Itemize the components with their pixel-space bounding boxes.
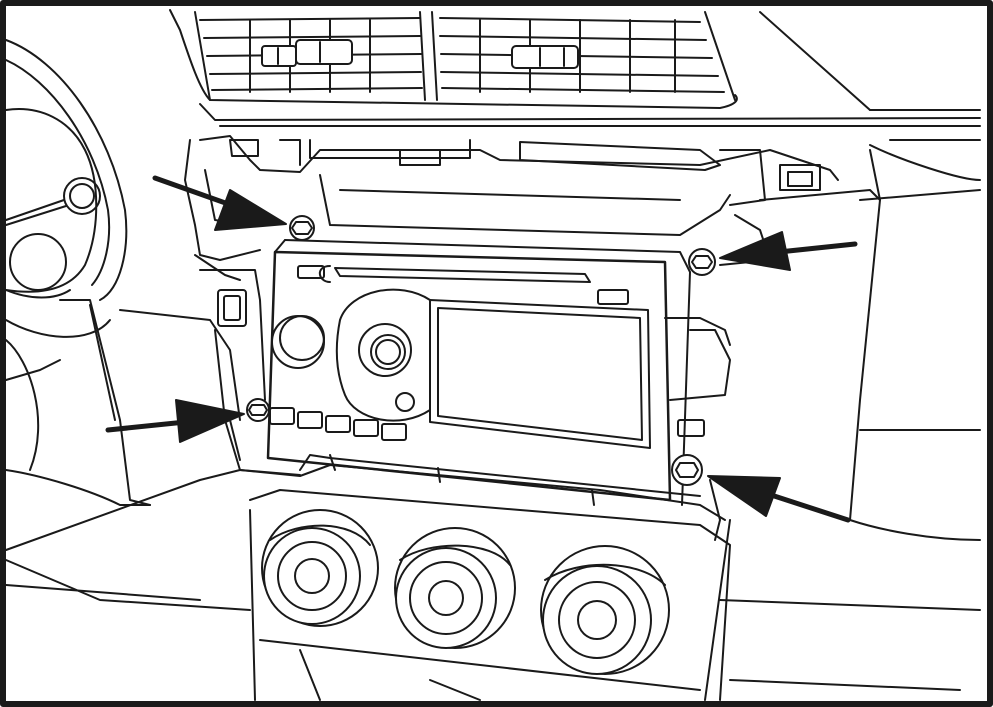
callout-arrows: [105, 175, 858, 523]
upper-right-bolt: [688, 248, 716, 276]
preset-button-2: [297, 411, 323, 429]
cd-slot: [334, 267, 591, 283]
eject-button: [297, 265, 325, 279]
preset-button-1: [269, 407, 295, 425]
right-dash-panel: [299, 189, 981, 701]
small-button: [395, 392, 415, 412]
dash-upper-trim: [199, 11, 981, 127]
mode-knob: [394, 527, 516, 649]
arrow-lower-left-bolt: [105, 399, 245, 443]
upper-left-bolt: [289, 215, 315, 241]
hazard-switch: [677, 419, 705, 437]
lower-trim-strip: [239, 454, 726, 541]
top-right-button: [597, 289, 629, 305]
arrow-lower-right-bolt: [707, 475, 851, 523]
preset-button-5: [381, 423, 407, 441]
center-air-vents: [169, 9, 738, 109]
arrow-upper-left-bolt: [152, 175, 287, 231]
radio-head-unit: [266, 239, 731, 506]
fan-speed-knob: [261, 509, 379, 627]
display-screen: [429, 299, 651, 449]
lower-right-bolt: [671, 454, 703, 486]
lower-left-bolt: [246, 398, 270, 422]
preset-button-3: [325, 415, 351, 433]
left-trim-panel: [5, 299, 251, 611]
arrow-upper-right-bolt: [719, 231, 858, 271]
instrument-cluster: [5, 39, 128, 471]
climate-control-panel: [249, 489, 731, 701]
temperature-knob: [540, 545, 670, 675]
tuning-knob: [358, 323, 412, 377]
preset-button-4: [353, 419, 379, 437]
